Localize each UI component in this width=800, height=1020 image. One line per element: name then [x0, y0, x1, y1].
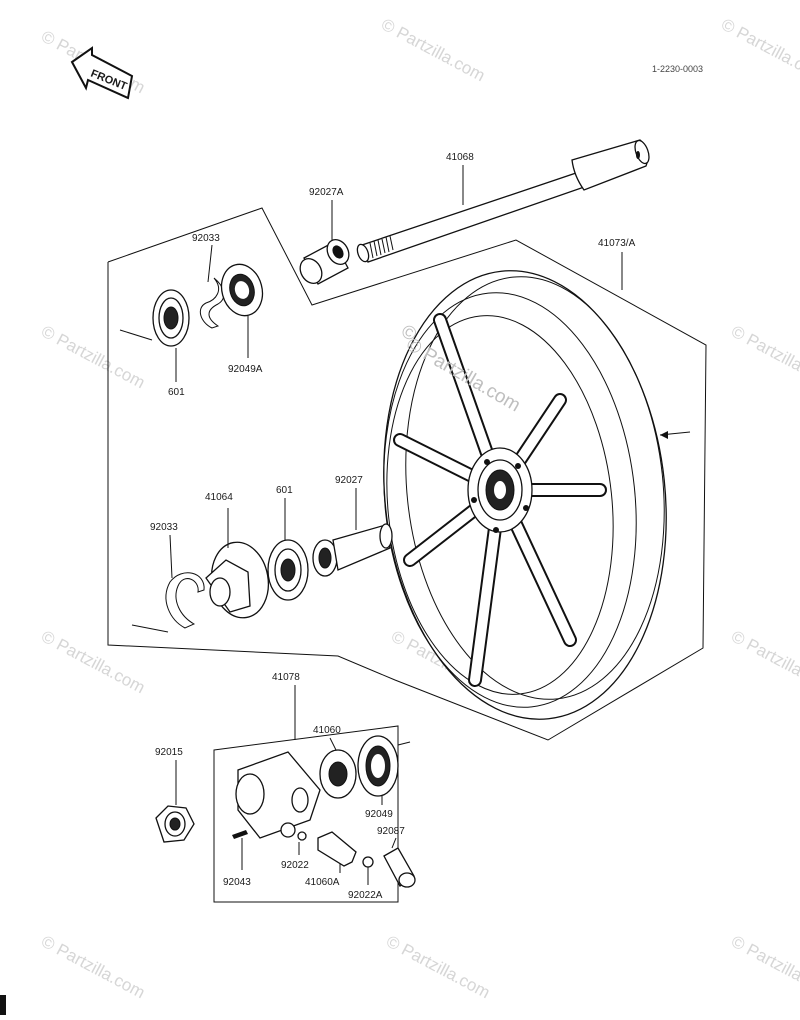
left-bearing-group-top: 601 92033 92049A	[119, 233, 264, 398]
watermark: © Partzilla.com	[728, 322, 800, 393]
label-92022A: 92022A	[348, 890, 383, 901]
label-92027: 92027	[335, 475, 363, 486]
edge-mark	[0, 995, 6, 1015]
spacer-92027A: 92027A	[299, 187, 350, 285]
label-601-mid: 601	[276, 485, 293, 496]
watermark: © Partzilla.com	[38, 627, 148, 698]
label-41078: 41078	[272, 672, 300, 683]
label-92033-top: 92033	[192, 233, 220, 244]
watermark: © Partzilla.com	[383, 932, 493, 1003]
watermark: © Partzilla.com	[38, 932, 148, 1003]
watermark: © Partzilla.com	[38, 322, 148, 393]
label-41064: 41064	[205, 492, 233, 503]
label-92027A: 92027A	[309, 187, 344, 198]
watermark: © Partzilla.com	[378, 15, 488, 86]
assembly-outlines	[107, 207, 707, 903]
nut-92015: 92015	[155, 747, 195, 843]
label-92033-mid: 92033	[150, 522, 178, 533]
label-92087: 92087	[377, 826, 405, 837]
label-92022: 92022	[281, 860, 309, 871]
label-41060: 41060	[313, 725, 341, 736]
label-41060A: 41060A	[305, 877, 340, 888]
label-92049A: 92049A	[228, 364, 263, 375]
watermark: © Partzilla.com	[728, 932, 800, 1003]
watermark: © Partzilla.com	[728, 627, 800, 698]
label-41073A: 41073/A	[598, 238, 636, 249]
wheel-41073A: 41073/A	[383, 238, 691, 720]
axle-41068: 41068	[356, 139, 650, 263]
label-92043: 92043	[223, 877, 251, 888]
label-41068: 41068	[446, 152, 474, 163]
diagram-code: 1-2230-0003	[652, 64, 703, 74]
watermark: © Partzilla.com	[718, 15, 800, 86]
label-92015: 92015	[155, 747, 183, 758]
left-bearing-group-mid: 92033 41064 601 92027	[131, 475, 393, 633]
label-92049: 92049	[365, 809, 393, 820]
label-601-top: 601	[168, 387, 185, 398]
speedometer-gear-group: 41078 41060 92049 92043 92022 41060A 920…	[223, 672, 416, 901]
